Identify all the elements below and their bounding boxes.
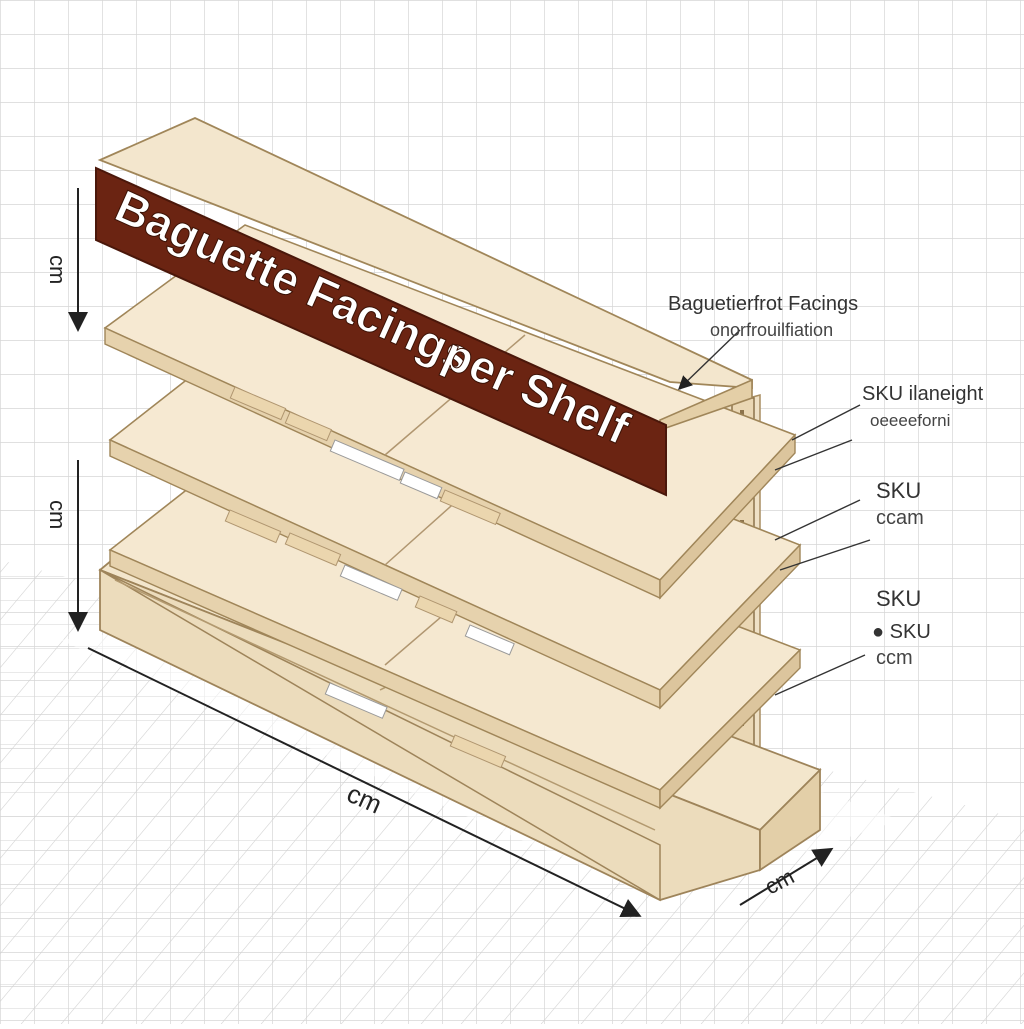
- price-label: [324, 682, 388, 719]
- header-box: [97, 117, 753, 432]
- callout-facings-title: Baguetierfrot Facings: [668, 293, 858, 315]
- dimension-lines: [68, 188, 834, 918]
- callout-sku-2: SKU ccam: [876, 478, 924, 529]
- callout-sku-3-sub: ● SKU: [872, 621, 931, 643]
- dimension-label-middle: cm: [45, 500, 70, 529]
- callout-sku-height-title: SKU ilaneight: [862, 383, 984, 405]
- price-label: [329, 439, 405, 482]
- callout-sku-3-title: SKU: [876, 586, 921, 611]
- callout-sku-height-sub: oeeeeforni: [870, 411, 950, 430]
- callout-facings: Baguetierfrot Facings onorfrouilfiation: [668, 293, 858, 340]
- dimension-label-top: cm: [45, 255, 70, 284]
- callout-sku-2-sub: ccam: [876, 507, 924, 529]
- callout-sku-height: SKU ilaneight oeeeeforni: [862, 383, 984, 430]
- callout-leaders: [677, 329, 871, 696]
- callout-sku-3: SKU ● SKU ccm: [872, 586, 931, 669]
- callout-facings-sub: onorfrouilfiation: [710, 320, 833, 340]
- callout-sku-3-unit: ccm: [876, 647, 913, 669]
- price-label: [339, 564, 403, 601]
- callout-sku-2-title: SKU: [876, 478, 921, 503]
